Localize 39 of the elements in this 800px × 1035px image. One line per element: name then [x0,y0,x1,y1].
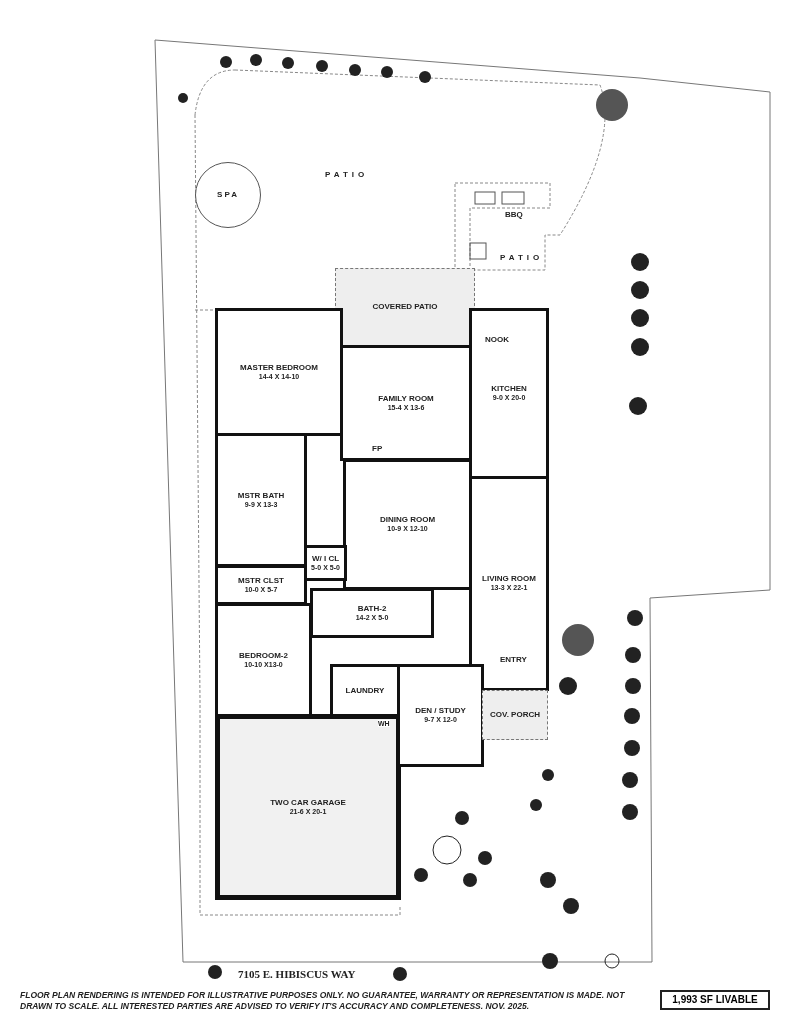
appliance-label: BBQ [505,210,523,219]
room-name: LIVING ROOM [482,574,536,585]
disclaimer-text: FLOOR PLAN RENDERING IS INTENDED FOR ILLUSTRATIVE PURPOSES ONLY. NO GUARANTEE, WARRANTY OR REPRESENTATION IS MADE. NOT DRAWN TO SCALE. ALL INTERESTED PARTIES ARE ADVISED TO VERIFY IT'S ACCURACY AND COMPLETENESS. NOV. 2025. [20,990,626,1012]
address-title: 7105 E. HIBISCUS WAY [238,968,356,980]
area-total-box [660,990,770,1010]
porch-area [482,690,548,740]
laundry-room [330,664,400,717]
kitchen-room [469,308,549,479]
covered-patio-area [335,268,475,346]
room-name: W/ I CL [311,553,340,564]
room-name: LAUNDRY [345,685,385,696]
room-name: MASTER BEDROOM [240,362,318,373]
room-name: FAMILY ROOM [378,393,434,404]
dining-room [343,459,472,590]
bedroom-room [215,603,312,717]
room-name: BEDROOM-2 [239,650,288,661]
area-text: 1,993 SF LIVABLE [672,993,758,1007]
closet-room [215,565,307,605]
bedroom-room [215,308,343,436]
bathroom-room [215,433,307,567]
garage-room [215,714,401,900]
room-name: KITCHEN [491,384,527,395]
room-name: TWO CAR GARAGE [270,797,346,808]
room-name: COV. PORCH [490,710,540,720]
room-name: DEN / STUDY [415,706,466,717]
living-room [469,476,549,691]
area-label: ENTRY [500,655,527,664]
spa-label: SPA [217,190,239,200]
room-name: MSTR BATH [237,490,285,501]
room-name: DINING ROOM [379,515,436,526]
room-name: MSTR CLST [238,575,284,586]
family-room [340,345,472,461]
room-name: COVERED PATIO [372,302,438,312]
area-label: NOOK [485,335,509,344]
bathroom-room [310,588,434,638]
fireplace-label: FP [372,444,383,453]
room-name: BATH-2 [357,603,387,614]
closet-room [304,545,347,581]
study-room [397,664,484,767]
